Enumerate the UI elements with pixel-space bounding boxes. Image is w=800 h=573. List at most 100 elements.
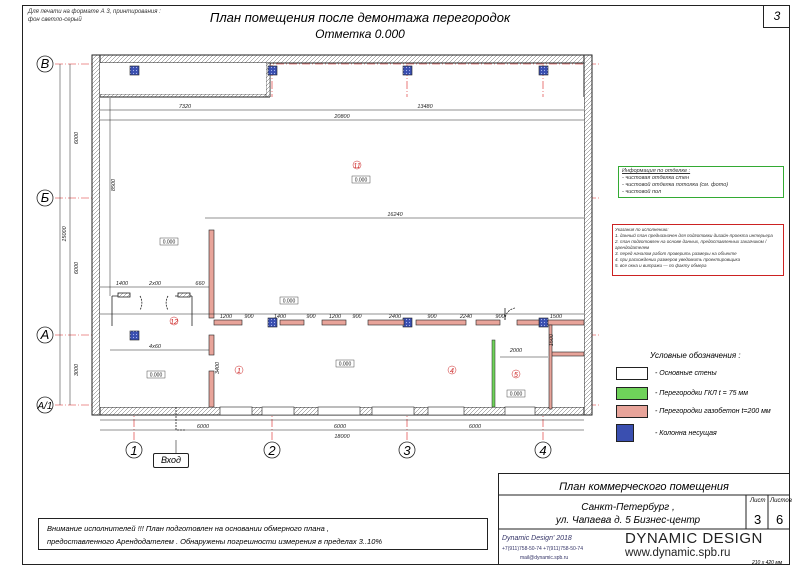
outer-walls <box>91 54 593 416</box>
executor-notes-title: Указания по исполнению: <box>615 227 669 232</box>
dim-seg-2240: 2240 <box>459 314 473 320</box>
finish-info-box: Информация по отделке : - чистовая отдел… <box>618 166 784 198</box>
room-11: 11 <box>353 163 360 170</box>
axis-col-4: 4 <box>539 443 546 458</box>
axis-bubbles <box>36 55 552 459</box>
dim-3400: 3400 <box>215 361 221 374</box>
dim-left-total: 15000 <box>62 225 68 241</box>
stamp-sheets-value: 6 <box>776 512 784 527</box>
sheet-number: 3 <box>763 5 790 28</box>
legend-walls: - Основные стены <box>655 370 717 377</box>
warning-line1: Внимание исполнителей !!! План подготовл… <box>47 524 329 533</box>
stamp-sheet-value: 3 <box>754 512 762 527</box>
dim-seg-1200a: 1200 <box>220 314 233 320</box>
legend-title: Условные обозначения : <box>650 351 741 360</box>
brand-name: Dynamic Design' 2018 <box>502 535 572 542</box>
dim-left-2: 6000 <box>74 261 80 274</box>
finish-info-line1: - чистовая отделка стен <box>622 175 690 181</box>
dim-bottom-2: 6000 <box>334 424 347 430</box>
level-mark-left: 0.000 <box>150 373 163 379</box>
dim-seg-1500: 1500 <box>550 314 563 320</box>
legend-gkl: - Перегородки ГКЛ t = 75 мм <box>655 390 749 397</box>
room-5: 5 <box>514 372 518 379</box>
finish-info-line2: - чистовой отделка потолка (см. фото) <box>622 182 729 188</box>
stamp-sheet-label: Лист <box>750 498 766 504</box>
dim-bottom-3: 6000 <box>469 424 482 430</box>
stamp-title: План коммерческого помещения <box>559 481 729 493</box>
stamp-address: ул. Чапаева д. 5 Бизнес-центр <box>555 515 701 526</box>
axis-row-a: А <box>40 327 50 342</box>
dim-2000: 2000 <box>509 348 523 354</box>
brand-phones: +7(911)758-50-74 +7(911)758-50-74 <box>502 546 583 552</box>
room-12: 12 <box>170 319 178 326</box>
room-4: 4 <box>450 368 454 375</box>
dim-left-8500: 8500 <box>111 178 117 191</box>
dim-1500: 1500 <box>549 333 555 346</box>
executor-notes-box: Указания по исполнению: 1. данный план п… <box>612 224 784 276</box>
warning-box: Внимание исполнителей !!! План подготовл… <box>38 518 488 550</box>
dim-4x60: 4х60 <box>149 344 162 350</box>
windows <box>219 406 536 416</box>
dim-top-total: 20800 <box>333 114 350 120</box>
dim-left-3: 3000 <box>74 363 80 376</box>
axis-col-2: 2 <box>267 443 276 458</box>
stamp-sheets-label: Листов <box>770 498 792 504</box>
dim-660: 660 <box>195 281 205 287</box>
page-subtitle: Отметка 0.000 <box>315 27 405 41</box>
entry-label: Вход <box>153 453 189 468</box>
room-1: 1 <box>237 368 241 375</box>
partitions-gazobeton <box>208 229 585 410</box>
watermark-url: www.dynamic.spb.ru <box>625 547 731 559</box>
axis-col-3: 3 <box>403 443 411 458</box>
watermark-brand: DYNAMIC DESIGN <box>625 530 763 547</box>
axis-row-a1: А/1 <box>36 401 52 412</box>
level-mark-mid: 0.000 <box>283 299 296 305</box>
print-note: Для печати на формате А 3, принтирования… <box>28 9 161 23</box>
executor-notes-line4: 4. при расхождении размеров уведомить пр… <box>615 257 741 262</box>
dim-1400: 1400 <box>116 281 129 287</box>
legend-swatch-column <box>616 424 634 442</box>
executor-notes-line5: 5. все окна и витражи — по факту обмера <box>615 263 707 268</box>
partition-gkl <box>491 339 496 408</box>
executor-notes-line2: 2. план подготовлен на основе данных, пр… <box>615 239 767 250</box>
dim-seg-900b: 900 <box>306 314 316 320</box>
dim-2400: 2х00 <box>148 281 162 287</box>
axis-row-v: В <box>41 56 50 71</box>
executor-notes-line1: 1. данный план предназначен для подготов… <box>615 233 773 238</box>
dim-seg-900e: 900 <box>495 314 505 320</box>
legend-swatch-gkl <box>616 387 648 400</box>
dim-16240: 16240 <box>387 212 403 218</box>
legend-column: - Колонна несущая <box>655 430 717 437</box>
legend-swatch-gazobeton <box>616 405 648 418</box>
title-block <box>498 473 790 565</box>
level-mark-11: 0.000 <box>355 178 368 184</box>
finish-info-title: Информация по отделке : <box>622 168 691 174</box>
dim-seg-1400: 1400 <box>274 314 287 320</box>
dim-bottom-total: 18000 <box>334 434 350 440</box>
axis-col-1: 1 <box>130 443 137 458</box>
dim-seg-900a: 900 <box>244 314 254 320</box>
axis-row-b: Б <box>41 190 50 205</box>
legend-gazobeton: - Перегородки газобетон t=200 мм <box>655 408 771 415</box>
dim-seg-1200b: 1200 <box>329 314 342 320</box>
level-mark-room5: 0.000 <box>510 392 523 398</box>
dim-seg-900c: 900 <box>352 314 362 320</box>
warning-line2: предоставленного Арендодателем . Обнаруж… <box>47 537 383 546</box>
level-mark-room1: 0.000 <box>339 362 352 368</box>
level-mark-upper-left: 0.000 <box>163 240 176 246</box>
title-block-lines <box>498 494 790 530</box>
dim-left-1: 6000 <box>74 131 80 144</box>
dim-top-1: 7320 <box>179 104 192 110</box>
dim-seg-900d: 900 <box>427 314 437 320</box>
sheet-frame <box>22 5 790 565</box>
dim-bottom-1: 6000 <box>197 424 210 430</box>
dimension-lines <box>59 64 584 431</box>
page-title: План помещения после демонтажа перегород… <box>209 10 511 25</box>
columns <box>129 65 549 341</box>
brand-email: mail@dynamic.spb.ru <box>520 555 569 561</box>
executor-notes-line3: 3. перед началом работ проверить размеры… <box>615 251 737 256</box>
legend-swatch-walls <box>616 367 648 380</box>
dim-seg-2400: 2400 <box>388 314 402 320</box>
finish-info-line3: - чистовой пол <box>622 189 662 195</box>
